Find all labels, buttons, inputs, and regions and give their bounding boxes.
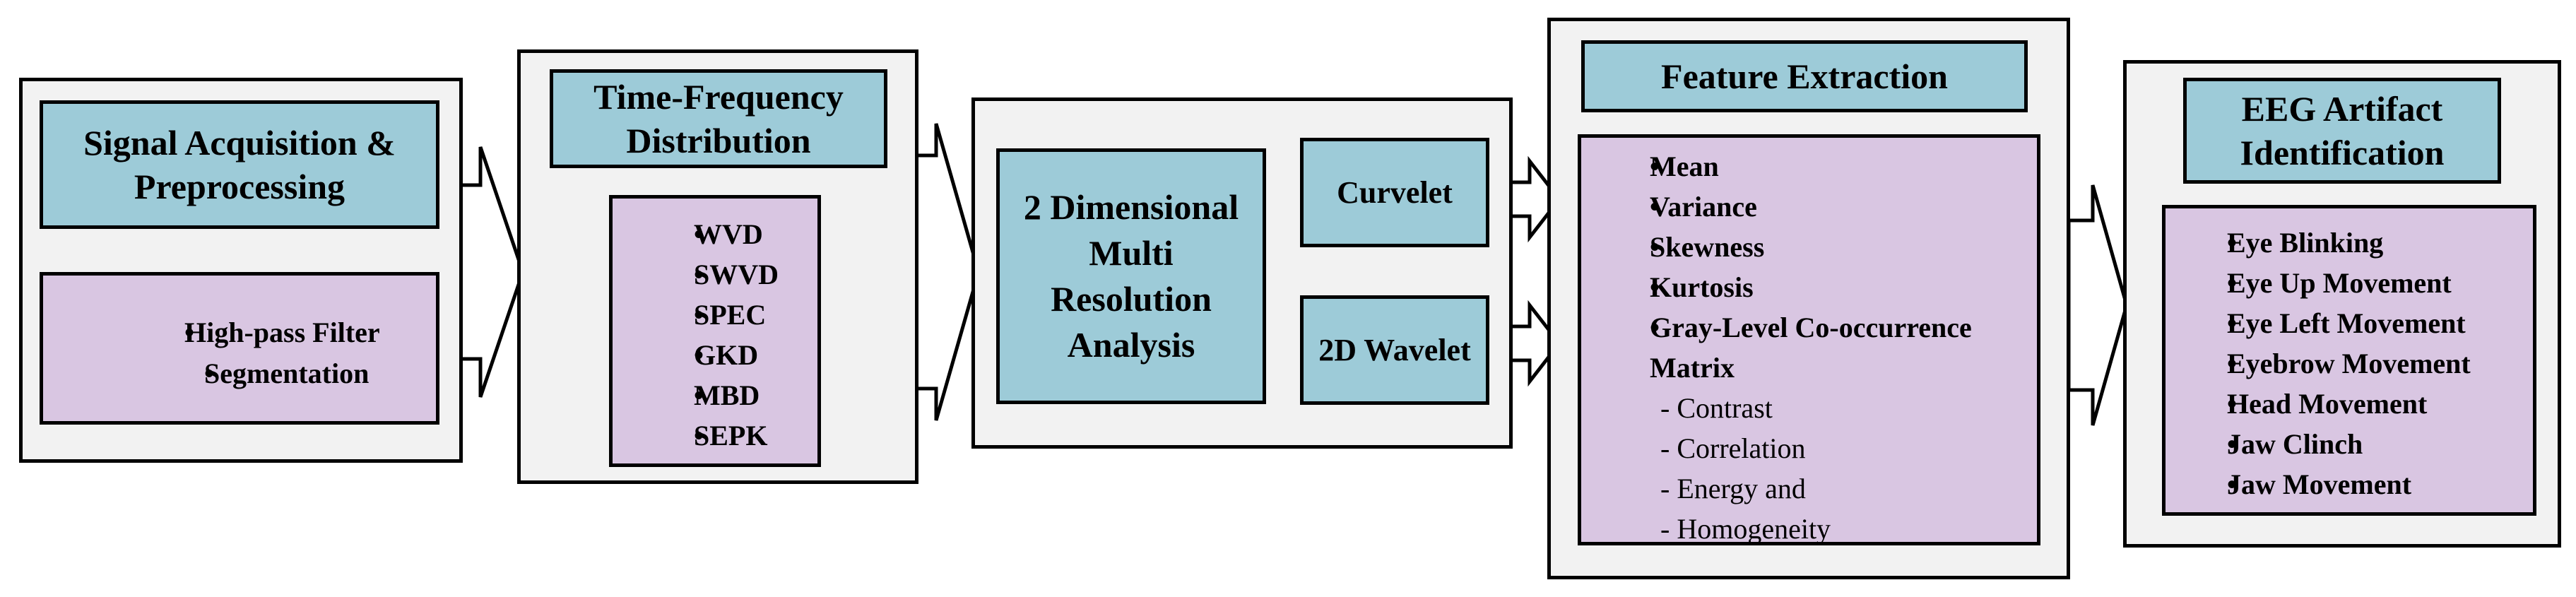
list-item: Eye Left Movement xyxy=(2174,303,2471,343)
list-item: Kurtosis xyxy=(1590,267,1972,307)
preprocessing-list: High-pass Filter Segmentation xyxy=(40,272,439,425)
stage-title-artifact-identification: EEG Artifact Identification xyxy=(2183,78,2501,184)
list-item: WVD xyxy=(634,214,779,254)
list-item: SEPK xyxy=(634,415,779,456)
sub-list-item: - Correlation xyxy=(1660,432,1806,464)
sub-list-item: - Homogeneity xyxy=(1660,513,1831,545)
tfd-list: WVD SWVD SPEC GKD MBD SEPK xyxy=(609,195,821,467)
title-line: Multi xyxy=(1089,233,1174,273)
list-item: Head Movement xyxy=(2174,384,2471,424)
wavelet-2d-box: 2D Wavelet xyxy=(1300,295,1489,405)
stage-title-time-frequency: Time-Frequency Distribution xyxy=(550,69,887,168)
list-item: MBD xyxy=(634,375,779,415)
list-item: Skewness xyxy=(1590,227,1972,267)
list-item: Jaw Movement xyxy=(2174,464,2471,504)
list-item: SWVD xyxy=(634,254,779,295)
list-item: Mean xyxy=(1590,146,1972,187)
feature-list: Mean Variance Skewness Kurtosis Gray-Lev… xyxy=(1578,134,2040,545)
artifact-list: Eye Blinking Eye Up Movement Eye Left Mo… xyxy=(2162,205,2536,516)
list-item: SPEC xyxy=(634,295,779,335)
curvelet-box: Curvelet xyxy=(1300,138,1489,247)
list-item: High-pass Filter xyxy=(121,312,380,353)
list-item: Eye Up Movement xyxy=(2174,263,2471,303)
list-item-glcm: Gray-Level Co-occurrence Matrix xyxy=(1590,307,1972,388)
title-line: EEG Artifact xyxy=(2241,88,2443,129)
title-line: Distribution xyxy=(626,121,811,160)
multi-resolution-analysis-box: 2 Dimensional Multi Resolution Analysis xyxy=(996,148,1266,404)
title-line: 2 Dimensional xyxy=(1023,187,1239,227)
list-item: Jaw Clinch xyxy=(2174,424,2471,464)
sub-list-item: - Contrast xyxy=(1660,392,1773,424)
arrow-stage4-to-stage5 xyxy=(2067,184,2129,426)
title-line: Analysis xyxy=(1067,325,1195,365)
arrow-stage1-to-stage2 xyxy=(459,146,525,398)
sub-list-item: - Energy and xyxy=(1660,473,1806,504)
title-line: Preprocessing xyxy=(134,167,345,206)
list-item: Eyebrow Movement xyxy=(2174,343,2471,384)
list-item: GKD xyxy=(634,335,779,375)
title-line: Resolution xyxy=(1051,279,1212,319)
arrow-stage2-to-stage3 xyxy=(913,123,981,421)
list-item: Eye Blinking xyxy=(2174,223,2471,263)
title-line: Identification xyxy=(2240,133,2445,172)
list-item: Segmentation xyxy=(121,353,380,394)
stage-title-signal-acquisition: Signal Acquisition & Preprocessing xyxy=(40,100,439,229)
stage-title-feature-extraction: Feature Extraction xyxy=(1581,40,2028,112)
title-line: Time-Frequency xyxy=(593,76,844,117)
title-line: Signal Acquisition & xyxy=(83,122,396,162)
list-item: Variance xyxy=(1590,187,1972,227)
